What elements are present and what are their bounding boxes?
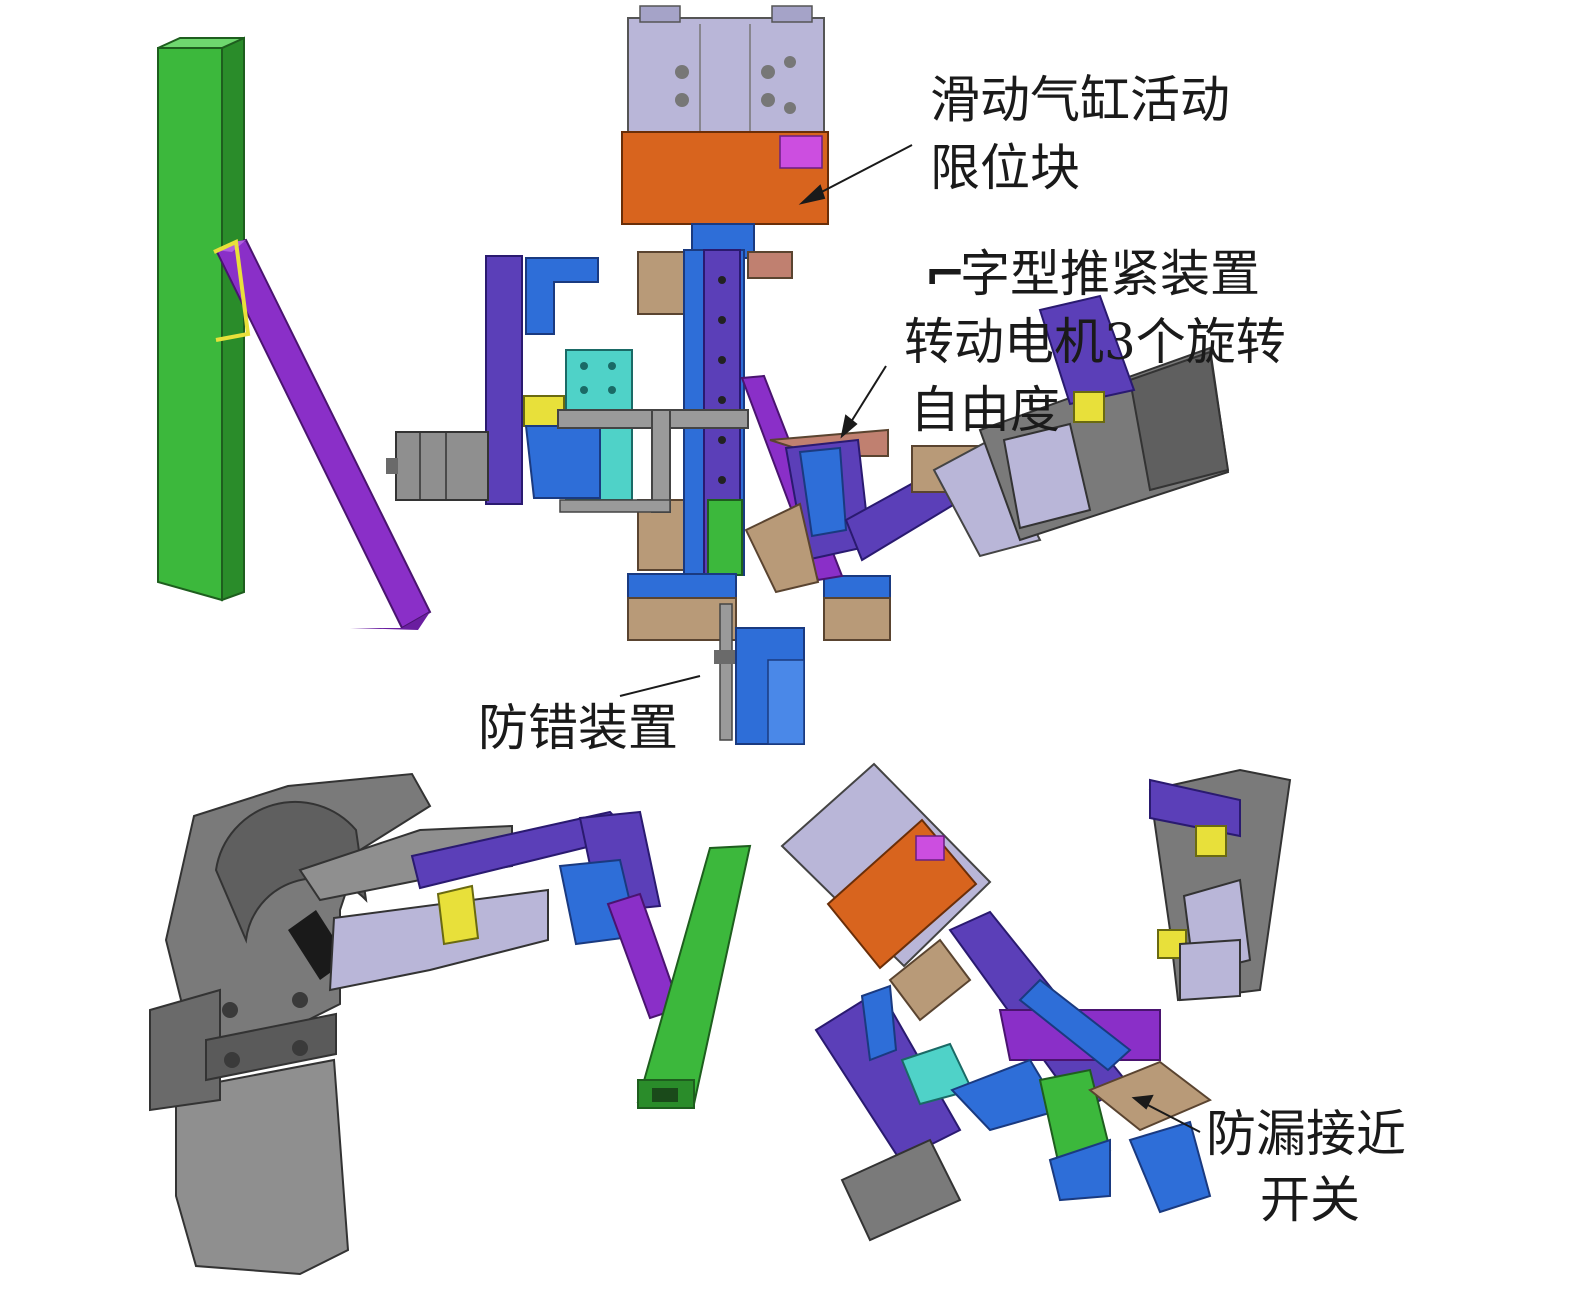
label-rotary-motor-line1: 转动电机3个旋转 [904, 313, 1286, 371]
label-anti-error-device: 防错装置 [478, 699, 678, 757]
leader-arrows-top [619, 144, 913, 697]
label-anti-leak-switch-line2: 开关 [1260, 1171, 1360, 1229]
label-push-device: 字型推紧装置 [960, 245, 1260, 303]
label-rotary-motor-line2: 自由度 [910, 381, 1060, 439]
motor-closeup [149, 772, 752, 1276]
label-slide-cylinder-stop-line1: 滑动气缸活动 [930, 71, 1230, 129]
rotated-fixture [780, 762, 1292, 1242]
main-fixture [386, 5, 1230, 745]
square-tube-assembly [157, 36, 432, 630]
leader-arrow-bottom [1131, 1094, 1201, 1133]
label-slide-cylinder-stop-line2: 限位块 [930, 139, 1080, 197]
label-push-device-glyph: ⌐ [924, 244, 966, 303]
label-anti-leak-switch-line1: 防漏接近 [1206, 1105, 1406, 1163]
